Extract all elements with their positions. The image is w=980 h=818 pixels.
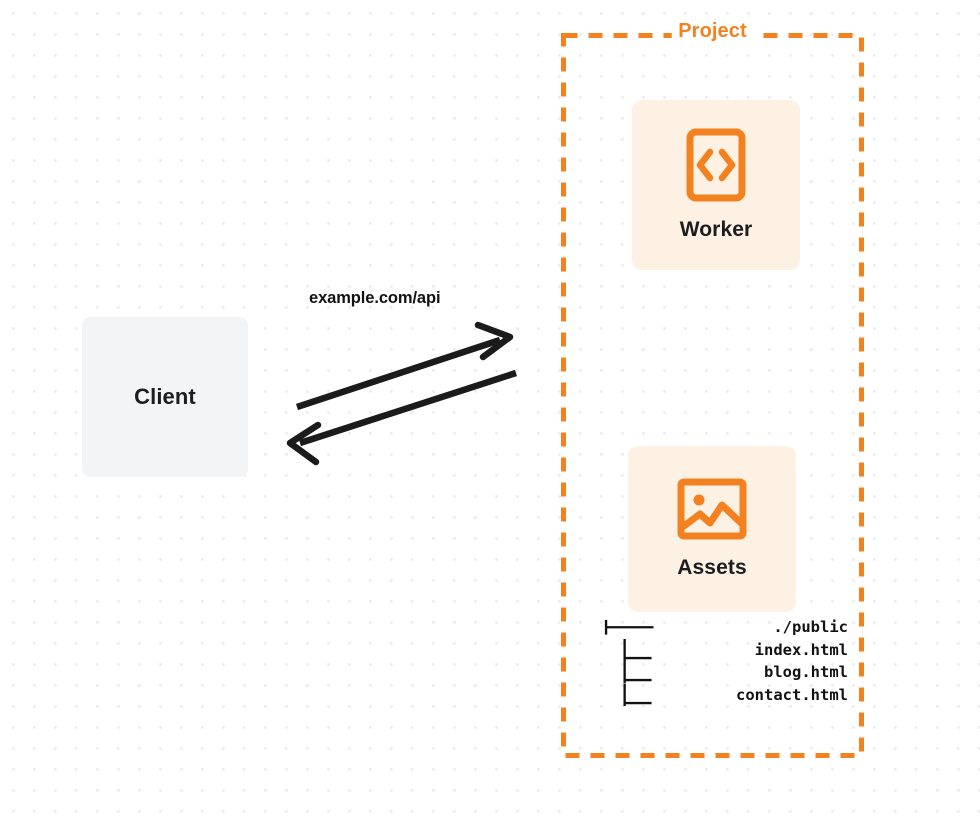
request-arrow	[295, 321, 514, 411]
code-brackets-icon	[686, 128, 746, 202]
tree-branch-root-icon	[604, 619, 654, 635]
file-tree-row: blog.html	[603, 661, 848, 684]
client-label: Client	[134, 384, 196, 409]
worker-label: Worker	[679, 218, 753, 241]
project-container: Project Worker Assets	[561, 20, 864, 758]
project-dashed-border	[561, 33, 864, 758]
assets-file-tree: ./public index.html blog.html	[603, 616, 848, 706]
response-arrow	[286, 369, 518, 466]
file-tree-row: contact.html	[603, 683, 848, 706]
tree-branch-child-icon	[623, 661, 652, 684]
worker-node[interactable]: Worker	[632, 100, 800, 270]
assets-label: Assets	[677, 556, 747, 579]
file-tree-name: ./public	[773, 618, 848, 636]
file-tree-name: index.html	[754, 640, 848, 659]
file-tree-row: ./public	[603, 616, 848, 639]
file-tree-row: index.html	[603, 638, 848, 661]
file-tree-name: blog.html	[764, 663, 848, 681]
assets-node[interactable]: Assets	[628, 446, 796, 612]
tree-branch-child-icon	[623, 638, 652, 661]
connection-label: example.com/api	[309, 289, 441, 307]
image-icon	[677, 478, 747, 540]
tree-branch-child-icon	[623, 683, 652, 706]
file-tree-name: contact.html	[736, 685, 848, 704]
project-title: Project	[671, 20, 754, 43]
client-node[interactable]: Client	[82, 317, 248, 477]
